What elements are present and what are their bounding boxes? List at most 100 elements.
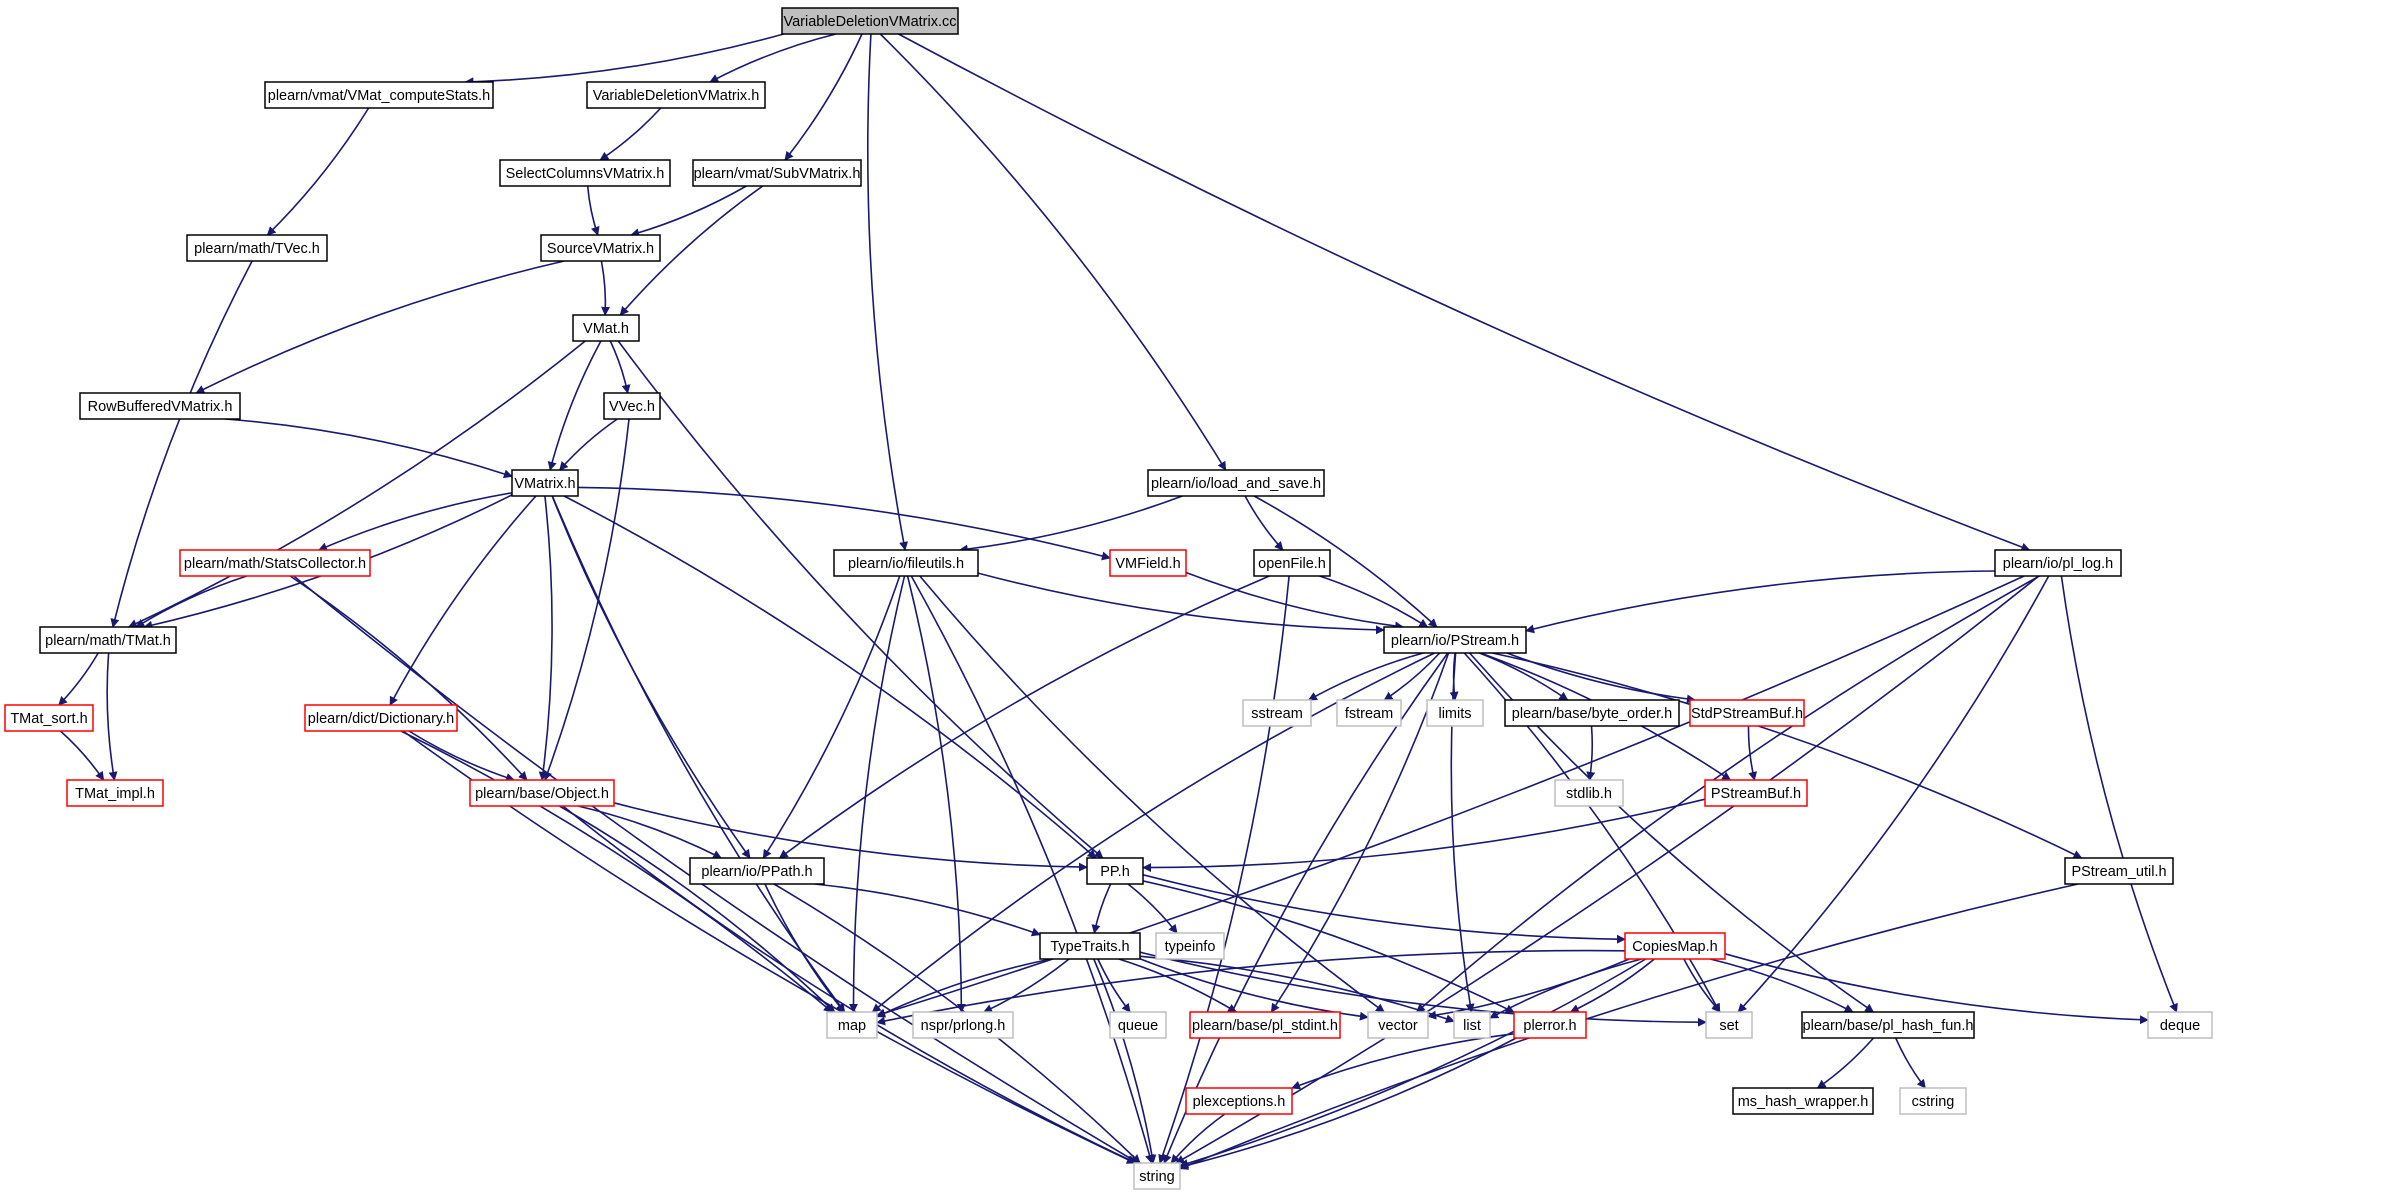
- edge-pph-to-plerror: [1142, 880, 1515, 1014]
- node-box: [1624, 932, 1726, 960]
- edge-pstream-to-psutil: [1492, 652, 2083, 859]
- node-box: [1253, 549, 1331, 577]
- edge-sourcevm-to-rowbuf: [195, 260, 565, 394]
- node-label: VariableDeletionVMatrix.cc: [784, 14, 957, 30]
- node-variabledeletionvmatrix-h[interactable]: VariableDeletionVMatrix.h: [586, 81, 766, 109]
- edge-ppath-to-typetraits: [814, 883, 1041, 937]
- node-sourcevmatrix-h[interactable]: SourceVMatrix.h: [540, 234, 661, 262]
- node-box: [79, 392, 241, 420]
- edge-psutil-to-string: [1179, 883, 2079, 1170]
- edge-pstream-to-stdpsb: [1506, 652, 1696, 704]
- node-cstring: cstring: [1899, 1087, 1967, 1115]
- node-pp-h[interactable]: PP.h: [1086, 857, 1144, 885]
- node-plearn-io-fileutils-h[interactable]: plearn/io/fileutils.h: [833, 549, 979, 577]
- edge-hashfun-to-mshash: [1816, 1037, 1875, 1089]
- node-box: [1554, 779, 1624, 807]
- node-plearn-dict-dictionary-h[interactable]: plearn/dict/Dictionary.h: [304, 704, 458, 732]
- node-label: plexceptions.h: [1193, 1094, 1286, 1110]
- edge-statscol-to-string: [293, 575, 1140, 1164]
- edge-fileutils-to-pstream: [977, 572, 1385, 635]
- node-label: plearn/io/PStream.h: [1391, 633, 1519, 649]
- edge-pstream-to-fstream: [1383, 652, 1441, 701]
- node-box: [692, 159, 862, 187]
- edge-openfile-to-ppath: [778, 575, 1270, 859]
- node-label: plearn/math/TVec.h: [194, 241, 320, 257]
- node-vmat-h[interactable]: VMat.h: [572, 314, 640, 342]
- node-box: [1899, 1087, 1967, 1115]
- node-pstreambuf-h[interactable]: PStreamBuf.h: [1704, 779, 1808, 807]
- node-plearn-base-pl-hash-fun-h[interactable]: plearn/base/pl_hash_fun.h: [1801, 1011, 1975, 1039]
- node-plerror-h[interactable]: plerror.h: [1513, 1011, 1587, 1039]
- node-plearn-math-tvec-h[interactable]: plearn/math/TVec.h: [186, 234, 328, 262]
- node-label: CopiesMap.h: [1632, 939, 1717, 955]
- node-plearn-io-pl-log-h[interactable]: plearn/io/pl_log.h: [1994, 549, 2122, 577]
- node-copiesmap-h[interactable]: CopiesMap.h: [1624, 932, 1726, 960]
- node-plearn-io-ppath-h[interactable]: plearn/io/PPath.h: [689, 857, 825, 885]
- edge-pllog-to-vector: [1415, 575, 2040, 1013]
- node-box: [1383, 626, 1527, 654]
- node-box: [186, 234, 328, 262]
- node-label: RowBufferedVMatrix.h: [88, 399, 233, 415]
- node-plearn-io-pstream-h[interactable]: plearn/io/PStream.h: [1383, 626, 1527, 654]
- node-vmfield-h[interactable]: VMField.h: [1109, 549, 1187, 577]
- node-plearn-base-byte-order-h[interactable]: plearn/base/byte_order.h: [1504, 699, 1680, 727]
- node-tmat-impl-h[interactable]: TMat_impl.h: [66, 779, 164, 807]
- node-pstream-util-h[interactable]: PStream_util.h: [2064, 857, 2174, 885]
- node-label: TypeTraits.h: [1050, 939, 1129, 955]
- node-label: TMat_sort.h: [10, 711, 87, 727]
- node-plearn-io-load-and-save-h[interactable]: plearn/io/load_and_save.h: [1147, 469, 1325, 497]
- node-plearn-vmat-vmat-computestats-h[interactable]: plearn/vmat/VMat_computeStats.h: [264, 81, 494, 109]
- node-plearn-base-pl-stdint-h[interactable]: plearn/base/pl_stdint.h: [1189, 1011, 1341, 1039]
- edge-typetraits-to-queue: [1097, 958, 1131, 1013]
- edge-vvec-to-vmatrix: [559, 418, 618, 471]
- node-plearn-math-tmat-h[interactable]: plearn/math/TMat.h: [39, 626, 177, 654]
- node-box: [1994, 549, 2122, 577]
- node-vmatrix-h[interactable]: VMatrix.h: [511, 469, 579, 497]
- edge-vmfield-to-pstream: [1185, 571, 1405, 631]
- node-vvec-h[interactable]: VVec.h: [603, 392, 661, 420]
- edge-hashfun-to-cstring: [1894, 1037, 1926, 1089]
- node-box: [1109, 1011, 1167, 1039]
- node-limits: limits: [1426, 699, 1484, 727]
- node-ms-hash-wrapper-h[interactable]: ms_hash_wrapper.h: [1732, 1087, 1874, 1115]
- node-typetraits-h[interactable]: TypeTraits.h: [1039, 932, 1141, 960]
- edge-copiesmap-to-string: [1179, 958, 1647, 1168]
- edge-vmatrix-to-vmfield: [577, 486, 1111, 561]
- edge-pph-to-typetraits: [1091, 883, 1112, 934]
- node-rowbufferedvmatrix-h[interactable]: RowBufferedVMatrix.h: [79, 392, 241, 420]
- node-stdpstreambuf-h[interactable]: StdPStreamBuf.h: [1689, 699, 1805, 727]
- edge-root-to-vdvmh: [709, 33, 837, 83]
- node-plearn-vmat-subvmatrix-h[interactable]: plearn/vmat/SubVMatrix.h: [692, 159, 862, 187]
- edge-plerror-to-string: [1179, 1037, 1517, 1170]
- node-label: VVec.h: [609, 399, 655, 415]
- node-label: VMat.h: [583, 321, 629, 337]
- node-box: [179, 549, 371, 577]
- node-label: VMatrix.h: [514, 476, 575, 492]
- node-box: [781, 7, 959, 35]
- edge-copiesmap-to-map: [876, 949, 1626, 1026]
- edge-tmat-to-tmatimpl: [106, 652, 118, 781]
- edge-vmatrix-to-statscol: [318, 492, 513, 551]
- edge-fileutils-to-map: [848, 575, 906, 1013]
- edge-sourcevm-to-vmath: [600, 260, 611, 316]
- node-vector: vector: [1367, 1011, 1429, 1039]
- node-variabledeletionvmatrix-cc[interactable]: VariableDeletionVMatrix.cc: [781, 7, 959, 35]
- node-label: plearn/vmat/VMat_computeStats.h: [268, 88, 490, 104]
- edge-object-to-string: [562, 805, 1137, 1164]
- edge-plerror-to-plexc: [1291, 1033, 1515, 1090]
- edge-fileutils-to-ppath: [762, 575, 901, 859]
- node-selectcolumnsvmatrix-h[interactable]: SelectColumnsVMatrix.h: [499, 159, 671, 187]
- node-plexceptions-h[interactable]: plexceptions.h: [1185, 1087, 1293, 1115]
- edge-object-to-pph: [613, 802, 1088, 872]
- node-plearn-base-object-h[interactable]: plearn/base/Object.h: [469, 779, 615, 807]
- node-label: openFile.h: [1258, 556, 1326, 572]
- node-box: [1732, 1087, 1874, 1115]
- node-tmat-sort-h[interactable]: TMat_sort.h: [4, 704, 94, 732]
- edge-copiesmap-to-deque: [1724, 953, 2149, 1025]
- node-label: list: [1463, 1018, 1481, 1034]
- node-label: plearn/base/byte_order.h: [1512, 706, 1672, 722]
- node-openfile-h[interactable]: openFile.h: [1253, 549, 1331, 577]
- edge-loadsave-to-pstream: [1253, 495, 1438, 628]
- node-plearn-math-statscollector-h[interactable]: plearn/math/StatsCollector.h: [179, 549, 371, 577]
- node-label: map: [838, 1018, 866, 1034]
